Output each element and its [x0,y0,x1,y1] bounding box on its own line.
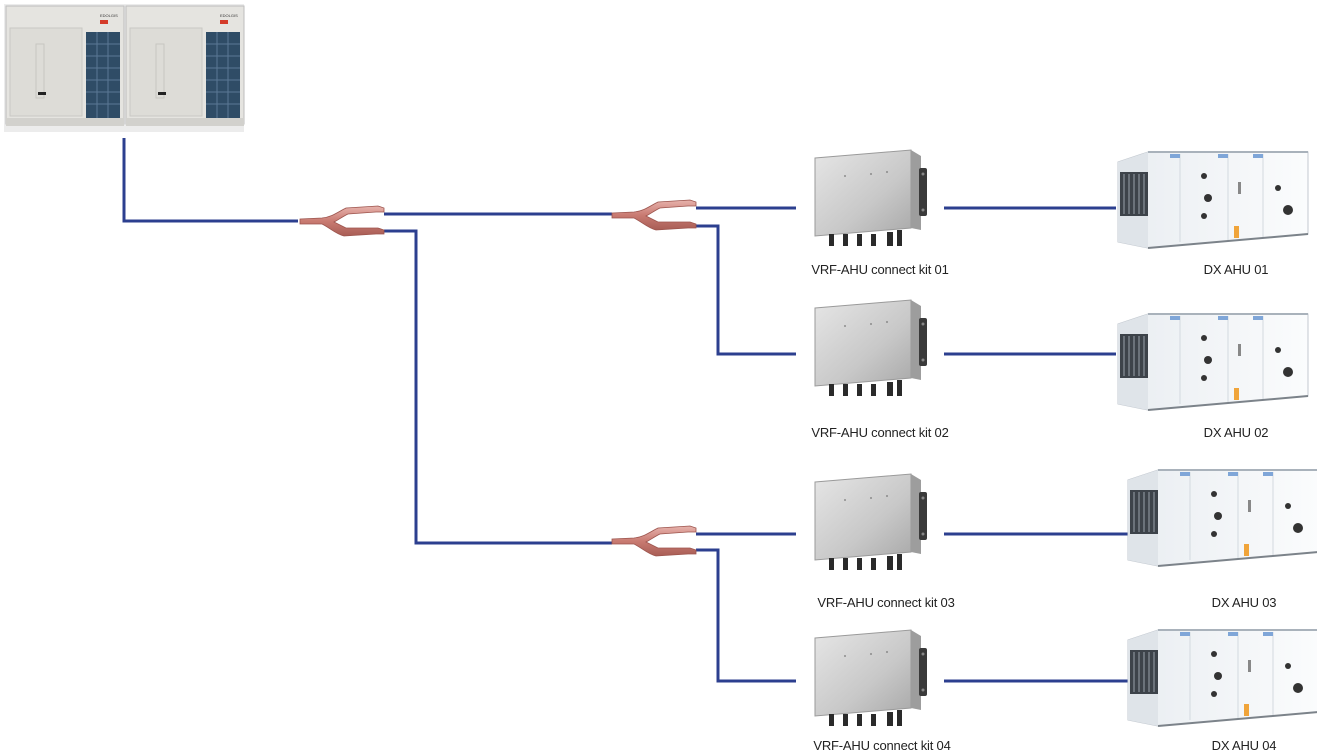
dx-ahu-04-label: DX AHU 04 [1211,738,1277,753]
dx-ahu-02 [1117,313,1309,411]
connect-kit-04-label: VRF-AHU connect kit 04 [813,738,951,753]
pipe-joint2-to-kit-02 [696,224,796,356]
connect-kit-04 [814,629,928,727]
connect-kit-01-label: VRF-AHU connect kit 01 [811,262,949,277]
pipe-joint1-to-joint3 [384,229,612,545]
dx-ahu-02-label: DX AHU 02 [1203,425,1269,440]
dx-ahu-01-label: DX AHU 01 [1203,262,1269,277]
outdoor-unit: EDOLGIS EDOLGIS [4,4,245,132]
connect-kit-01 [814,149,928,247]
connect-kit-02 [814,299,928,397]
dx-ahu-01 [1117,151,1309,249]
pipe-joint3-to-kit-04 [696,548,796,683]
outdoor-module-1: EDOLGIS [5,5,125,126]
branch-joint-upper [611,199,697,231]
dx-ahu-03-label: DX AHU 03 [1211,595,1277,610]
outdoor-brand-text: EDOLGIS [220,13,238,18]
connect-kit-03-label: VRF-AHU connect kit 03 [817,595,955,610]
refrigerant-piping [122,138,1128,683]
connect-kit-02-label: VRF-AHU connect kit 02 [811,425,949,440]
main-pipe [122,138,298,223]
outdoor-brand-text: EDOLGIS [100,13,118,18]
connect-kit-03 [814,473,928,571]
branch-joint-main [299,205,385,237]
branch-joint-lower [611,525,697,557]
outdoor-module-2: EDOLGIS [125,5,245,126]
dx-ahu-03 [1127,469,1317,567]
dx-ahu-04 [1127,629,1317,727]
